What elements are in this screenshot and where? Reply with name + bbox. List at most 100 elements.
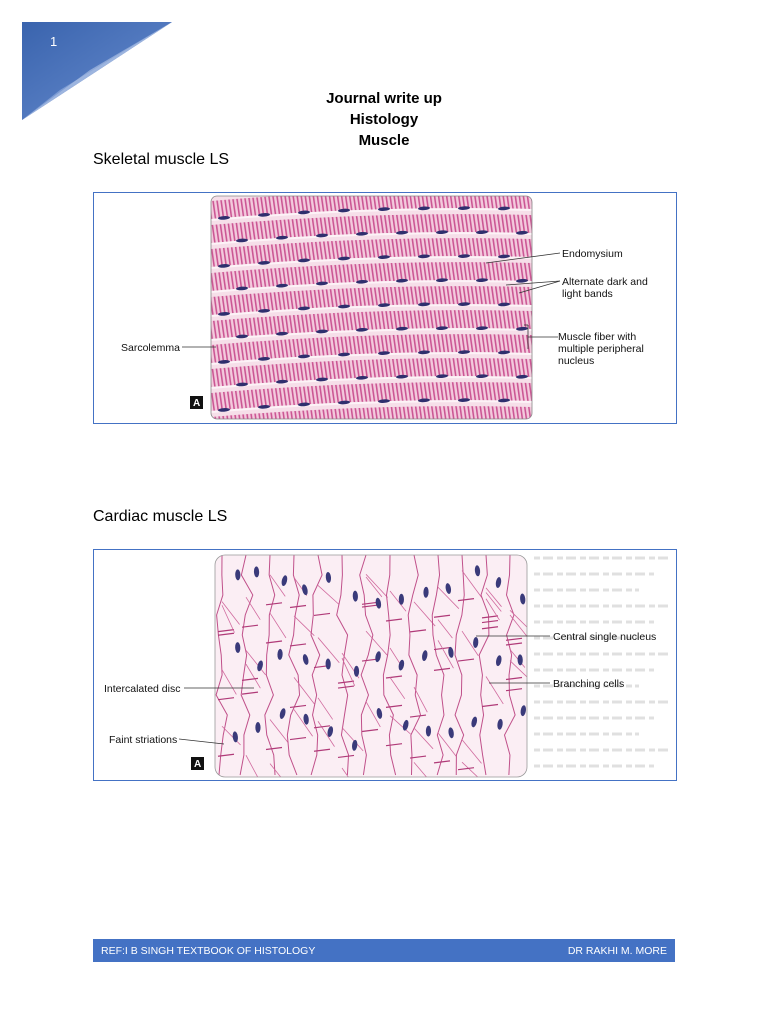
intercalated-disc <box>241 677 259 681</box>
peripheral-nucleus <box>298 210 310 215</box>
central-nucleus <box>448 646 454 658</box>
label-fiber-line1: Muscle fiber with <box>558 331 636 343</box>
label-sarcolemma: Sarcolemma <box>121 342 180 354</box>
muscle-fiber <box>211 406 532 419</box>
cell-border <box>503 555 516 776</box>
branch-line <box>389 590 407 612</box>
intercalated-disc <box>481 626 499 630</box>
peripheral-nucleus <box>218 312 230 316</box>
central-nucleus <box>281 575 288 587</box>
peripheral-nucleus <box>498 350 510 355</box>
central-nucleus <box>235 569 241 581</box>
central-nucleus <box>448 727 454 739</box>
label-fiber-line3: nucleus <box>558 355 594 367</box>
intercalated-disc <box>505 688 523 692</box>
central-nucleus <box>398 659 405 671</box>
branch-line <box>365 630 388 656</box>
intercalated-disc <box>337 680 355 684</box>
footer-reference: REF:I B SINGH TEXTBOOK OF HISTOLOGY <box>101 944 316 957</box>
peripheral-nucleus <box>218 264 230 268</box>
central-nucleus <box>325 571 332 583</box>
peripheral-nucleus <box>378 351 390 355</box>
central-nucleus <box>471 716 478 728</box>
muscle-fiber <box>211 214 532 243</box>
branch-line <box>341 727 364 752</box>
peripheral-nucleus <box>338 256 350 261</box>
intercalated-disc <box>361 604 379 608</box>
panel-letter-box <box>191 757 204 770</box>
branch-line <box>293 709 313 737</box>
intercalated-disc <box>433 614 451 618</box>
peripheral-nucleus <box>258 309 270 313</box>
peripheral-nucleus <box>338 304 350 309</box>
page-footer: REF:I B SINGH TEXTBOOK OF HISTOLOGY DR R… <box>93 939 675 962</box>
central-nucleus <box>495 577 502 588</box>
cell-border <box>215 555 228 776</box>
intercalated-disc <box>217 629 235 633</box>
intercalated-disc <box>385 704 403 708</box>
intercalated-disc <box>433 667 451 671</box>
intercalated-disc <box>217 632 235 636</box>
cell-border <box>454 555 465 776</box>
peripheral-nucleus <box>258 357 270 361</box>
peripheral-nucleus <box>498 398 510 403</box>
central-nucleus <box>279 708 286 719</box>
central-nucleus <box>376 707 383 719</box>
muscle-fiber <box>211 196 532 219</box>
branch-line <box>461 570 483 599</box>
central-nucleus <box>425 725 432 737</box>
peripheral-nucleus <box>516 374 528 379</box>
branch-line <box>413 686 428 713</box>
cell-border <box>286 555 301 776</box>
branch-line <box>245 650 266 676</box>
intercalated-disc <box>505 676 523 681</box>
central-nucleus <box>303 713 309 725</box>
peripheral-nucleus <box>436 278 448 283</box>
peripheral-nucleus <box>396 278 408 283</box>
branch-line <box>461 630 479 656</box>
branch-line <box>365 574 388 598</box>
branch-line <box>437 640 454 669</box>
intercalated-disc <box>337 685 355 689</box>
branch-line <box>269 612 287 639</box>
intercalated-disc <box>457 767 475 771</box>
peripheral-nucleus <box>298 354 310 359</box>
intercalated-disc <box>217 697 235 701</box>
muscle-fiber <box>211 358 532 387</box>
peripheral-nucleus <box>356 375 368 380</box>
branch-line <box>485 592 502 612</box>
peripheral-nucleus <box>276 235 288 240</box>
intercalated-disc <box>385 618 403 622</box>
intercalated-disc <box>409 714 427 718</box>
central-nucleus <box>352 590 358 602</box>
central-nucleus <box>253 566 260 578</box>
branch-line <box>437 619 453 639</box>
peripheral-nucleus <box>276 283 288 288</box>
intercalated-disc <box>505 642 523 646</box>
intercalated-disc <box>361 658 379 662</box>
corner-decoration <box>22 22 172 120</box>
central-nucleus <box>474 565 481 577</box>
branch-line <box>341 767 361 777</box>
peripheral-nucleus <box>498 302 510 307</box>
cell-border <box>359 555 374 776</box>
branch-line <box>413 727 434 750</box>
peripheral-nucleus <box>396 374 408 379</box>
branch-line <box>317 637 340 663</box>
peripheral-nucleus <box>258 213 270 217</box>
intercalated-disc <box>481 619 499 624</box>
branch-line <box>245 663 261 689</box>
peripheral-nucleus <box>316 281 328 286</box>
peripheral-nucleus <box>298 306 310 311</box>
central-nucleus <box>398 593 404 605</box>
cell-border <box>407 555 422 776</box>
central-nucleus <box>520 593 526 605</box>
peripheral-nucleus <box>218 216 230 220</box>
section-title-skeletal: Skeletal muscle LS <box>93 151 230 168</box>
peripheral-nucleus <box>476 326 488 331</box>
peripheral-nucleus <box>516 278 528 283</box>
central-nucleus <box>302 654 309 665</box>
peripheral-nucleus <box>516 230 528 235</box>
peripheral-nucleus <box>498 254 510 259</box>
peripheral-nucleus <box>476 374 488 379</box>
